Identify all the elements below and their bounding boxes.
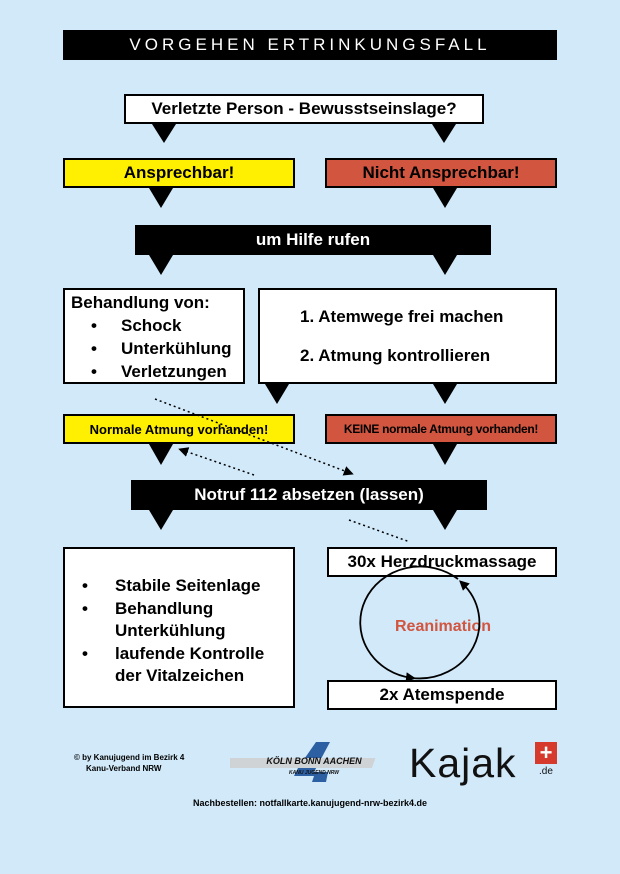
versorgung-item-label: Behandlung Unterkühlung bbox=[115, 599, 226, 640]
reanimation-label: Reanimation bbox=[394, 618, 491, 635]
ansprechbar-text: Ansprechbar! bbox=[123, 163, 235, 182]
arrow-triangle bbox=[152, 124, 176, 143]
copyright-line1: © by Kanujugend im Bezirk 4 bbox=[74, 753, 185, 762]
arrow-triangle bbox=[433, 444, 457, 465]
atemwege-step2: 2. Atmung kontrollieren bbox=[300, 346, 491, 365]
ansprechbar-box: Ansprechbar! bbox=[63, 158, 295, 188]
dotted-connector bbox=[178, 447, 255, 476]
dotted-connector bbox=[154, 398, 354, 476]
arrow-triangle bbox=[433, 510, 457, 530]
dotted-connector bbox=[348, 519, 411, 543]
atemspende-text: 2x Atemspende bbox=[379, 685, 505, 704]
notruf-text: Notruf 112 absetzen (lassen) bbox=[194, 485, 424, 504]
atemwege-step1: 1. Atemwege frei machen bbox=[300, 307, 504, 326]
versorgung-item: • laufende Kontrolle der Vitalzeichen bbox=[65, 643, 285, 687]
copyright: © by Kanujugend im Bezirk 4 Kanu-Verband… bbox=[74, 752, 184, 774]
arrow-triangle bbox=[149, 188, 173, 208]
bullet: • bbox=[82, 576, 88, 595]
versorgung-item: • Stabile Seitenlage bbox=[65, 575, 293, 597]
arrow-triangle bbox=[433, 255, 457, 275]
bullet: • bbox=[82, 644, 88, 663]
bullet: • bbox=[82, 599, 88, 618]
behandlung-item: • Verletzungen bbox=[71, 360, 243, 383]
koeln-logo-subtext: KANU JUGEND NRW bbox=[289, 770, 339, 776]
normale-atmung-text: Normale Atmung vorhanden! bbox=[89, 421, 269, 437]
koeln-logo-graphic bbox=[230, 742, 376, 782]
nicht-ansprechbar-box: Nicht Ansprechbar! bbox=[325, 158, 557, 188]
atemwege-box: 1. Atemwege frei machen 2. Atmung kontro… bbox=[258, 288, 557, 384]
herzdruck-text: 30x Herzdruckmassage bbox=[347, 552, 537, 571]
behandlung-item: • Schock bbox=[71, 314, 243, 337]
koeln-logo: KÖLN BONN AACHEN KANU JUGEND NRW bbox=[230, 740, 390, 784]
arrow-triangle bbox=[432, 124, 456, 143]
title-bar: VORGEHEN ERTRINKUNGSFALL bbox=[63, 30, 557, 60]
hilfe-text: um Hilfe rufen bbox=[255, 230, 371, 249]
page-title: VORGEHEN ERTRINKUNGSFALL bbox=[129, 35, 491, 54]
kajak-plus-icon: + bbox=[535, 742, 557, 764]
nachbestellen-text: Nachbestellen: notfallkarte.kanujugend-n… bbox=[192, 798, 428, 808]
behandlung-item-label: Unterkühlung bbox=[121, 339, 232, 358]
arrow-triangle bbox=[265, 384, 289, 404]
versorgung-box: • Stabile Seitenlage • Behandlung Unterk… bbox=[63, 547, 295, 708]
question-text: Verletzte Person - Bewusstseinslage? bbox=[151, 99, 457, 118]
arrow-triangle bbox=[433, 188, 457, 208]
normale-atmung-box: Normale Atmung vorhanden! bbox=[63, 414, 295, 444]
cycle-arc-right bbox=[411, 580, 481, 680]
versorgung-item-label: laufende Kontrolle der Vitalzeichen bbox=[115, 644, 265, 685]
behandlung-item-label: Verletzungen bbox=[121, 362, 227, 381]
bullet: • bbox=[91, 362, 97, 381]
hilfe-box: um Hilfe rufen bbox=[135, 225, 491, 255]
bullet: • bbox=[91, 339, 97, 358]
koeln-logo-text: KÖLN BONN AACHEN bbox=[266, 756, 362, 766]
versorgung-item-label: Stabile Seitenlage bbox=[115, 576, 261, 595]
atemspende-box: 2x Atemspende bbox=[327, 680, 557, 710]
behandlung-heading: Behandlung von: bbox=[71, 293, 210, 312]
herzdruck-box: 30x Herzdruckmassage bbox=[327, 547, 557, 577]
kajak-logo: Kajak + .de bbox=[409, 740, 559, 786]
kajak-logo-text: Kajak bbox=[409, 740, 517, 786]
arrow-triangle bbox=[149, 255, 173, 275]
keine-atmung-text: KEINE normale Atmung vorhanden! bbox=[343, 422, 539, 436]
arrow-triangle bbox=[149, 510, 173, 530]
copyright-line2: Kanu-Verband NRW bbox=[86, 764, 162, 773]
nicht-ansprechbar-text: Nicht Ansprechbar! bbox=[362, 163, 520, 182]
kajak-de-text: .de bbox=[539, 766, 553, 777]
question-box: Verletzte Person - Bewusstseinslage? bbox=[124, 94, 484, 124]
behandlung-item-label: Schock bbox=[121, 316, 182, 335]
arrow-triangle bbox=[433, 384, 457, 404]
arrow-triangle bbox=[149, 444, 173, 465]
notruf-box: Notruf 112 absetzen (lassen) bbox=[131, 480, 487, 510]
bullet: • bbox=[91, 316, 97, 335]
behandlung-item: • Unterkühlung bbox=[71, 337, 243, 360]
cycle-arc-left bbox=[359, 565, 459, 683]
behandlung-box: Behandlung von: • Schock • Unterkühlung … bbox=[63, 288, 245, 384]
keine-atmung-box: KEINE normale Atmung vorhanden! bbox=[325, 414, 557, 444]
versorgung-item: • Behandlung Unterkühlung bbox=[65, 598, 265, 642]
